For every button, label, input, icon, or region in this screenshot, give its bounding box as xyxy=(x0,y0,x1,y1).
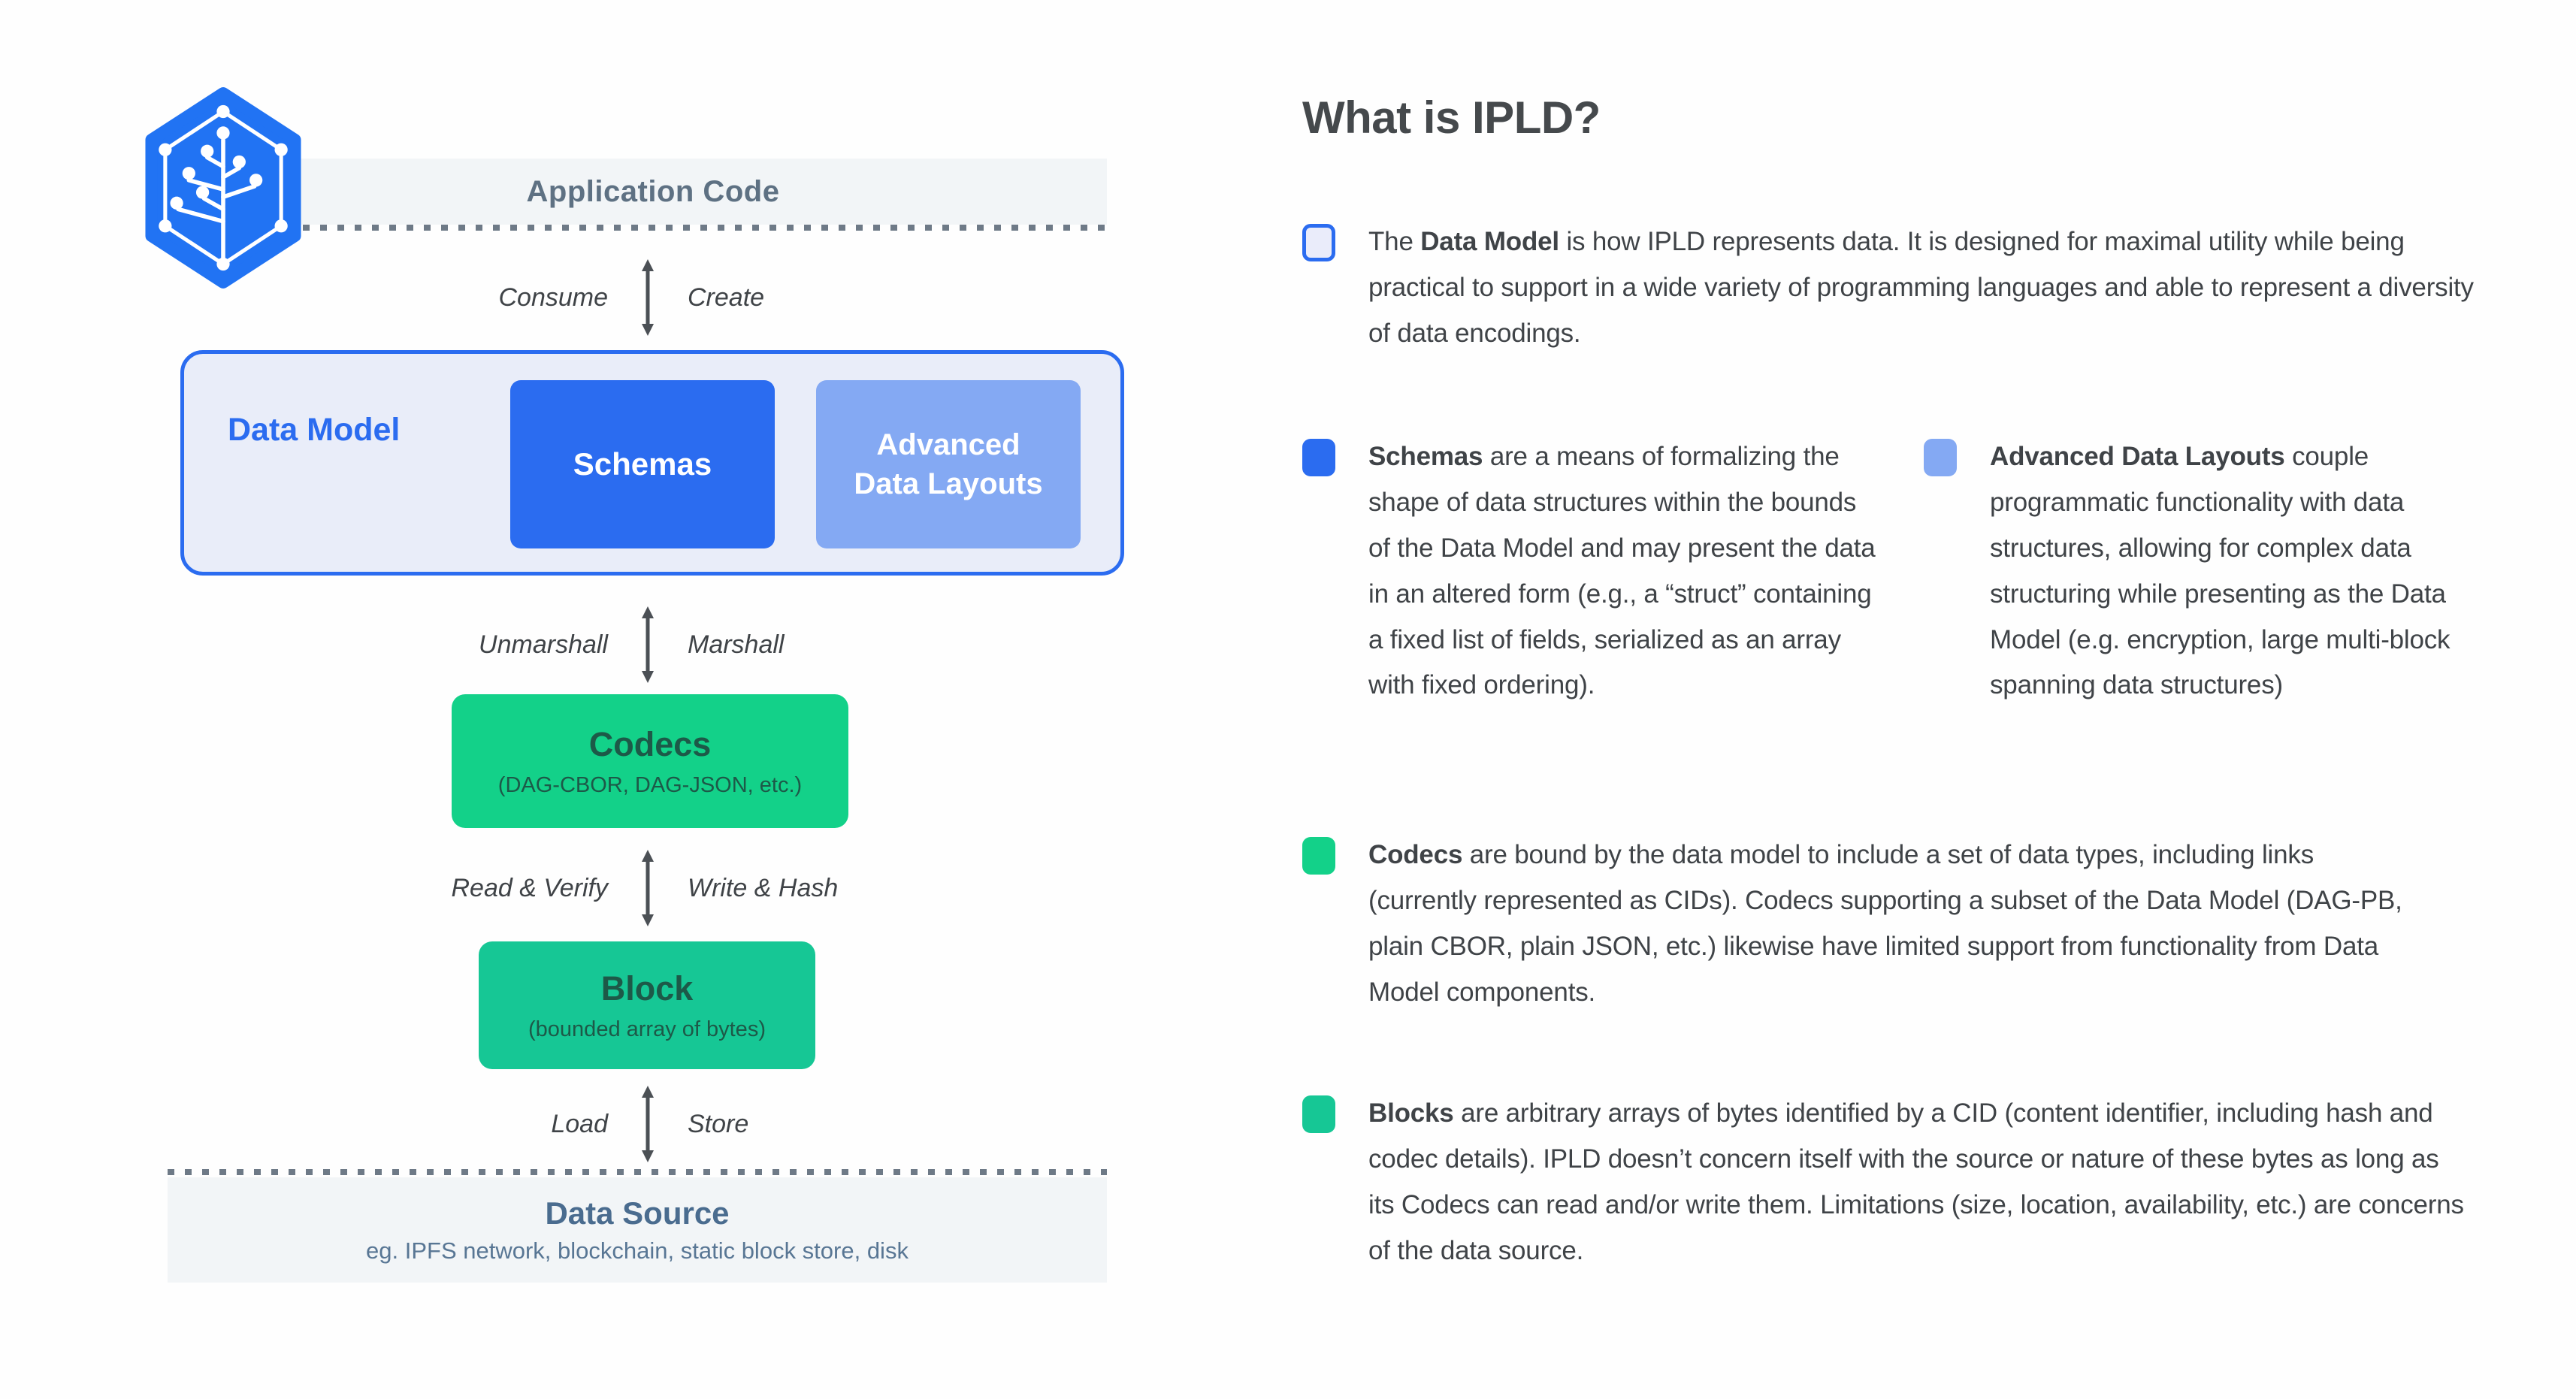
data-model-box: Data Model Schemas Advanced Data Layouts xyxy=(180,350,1124,576)
data-source-bar: Data Source eg. IPFS network, blockchain… xyxy=(168,1177,1107,1283)
bullet-text-prefix: The xyxy=(1368,227,1421,256)
dotted-divider-top xyxy=(199,225,1107,231)
consume-create-flow: Consume Create xyxy=(287,257,1008,338)
advanced-data-layouts-box: Advanced Data Layouts xyxy=(816,380,1081,548)
bullet-schemas: Schemas are a means of formalizing the s… xyxy=(1302,434,1881,709)
bullet-text-keyword: Blocks xyxy=(1368,1098,1454,1128)
data-model-label: Data Model xyxy=(228,412,401,448)
bullet-data-model-text: The Data Model is how IPLD represents da… xyxy=(1368,219,2475,357)
bullet-text-body: is how IPLD represents data. It is desig… xyxy=(1368,227,2474,348)
data-source-subtitle: eg. IPFS network, blockchain, static blo… xyxy=(366,1237,909,1264)
load-label: Load xyxy=(551,1109,608,1138)
schemas-box: Schemas xyxy=(510,380,775,548)
bullet-adl-text: Advanced Data Layouts couple programmati… xyxy=(1990,434,2481,709)
bullet-blocks-text: Blocks are arbitrary arrays of bytes ide… xyxy=(1368,1091,2467,1274)
bullet-text-keyword: Data Model xyxy=(1420,227,1559,256)
application-code-label: Application Code xyxy=(526,174,780,208)
data-source-title: Data Source xyxy=(545,1195,730,1231)
write-hash-label: Write & Hash xyxy=(688,873,839,902)
bullet-text-body: are a means of formalizing the shape of … xyxy=(1368,442,1876,700)
read-verify-label: Read & Verify xyxy=(451,873,609,902)
read-write-flow: Read & Verify Write & Hash xyxy=(287,848,1008,929)
ipld-logo-icon xyxy=(145,87,301,289)
bullet-text-keyword: Codecs xyxy=(1368,840,1463,869)
page-title: What is IPLD? xyxy=(1302,92,1601,143)
create-label: Create xyxy=(688,283,765,312)
double-arrow-icon xyxy=(638,606,658,684)
bullet-advanced-data-layouts: Advanced Data Layouts couple programmati… xyxy=(1924,434,2481,709)
load-store-flow: Load Store xyxy=(287,1085,1008,1163)
block-subtitle: (bounded array of bytes) xyxy=(528,1017,766,1041)
bullet-text-body: are arbitrary arrays of bytes identified… xyxy=(1368,1098,2464,1265)
store-label: Store xyxy=(688,1109,749,1138)
bullet-text-body: are bound by the data model to include a… xyxy=(1368,840,2402,1007)
codecs-subtitle: (DAG-CBOR, DAG-JSON, etc.) xyxy=(497,772,803,797)
bullet-text-keyword: Advanced Data Layouts xyxy=(1990,442,2285,471)
bullet-codecs-text: Codecs are bound by the data model to in… xyxy=(1368,832,2411,1016)
blocks-swatch-icon xyxy=(1302,1095,1335,1133)
double-arrow-icon xyxy=(638,258,658,337)
schemas-swatch-icon xyxy=(1302,439,1335,476)
data-model-swatch-icon xyxy=(1302,224,1335,261)
unmarshall-label: Unmarshall xyxy=(479,630,608,659)
codecs-swatch-icon xyxy=(1302,837,1335,875)
bullet-data-model: The Data Model is how IPLD represents da… xyxy=(1302,219,2475,357)
dotted-divider-bottom xyxy=(168,1169,1107,1175)
bullet-codecs: Codecs are bound by the data model to in… xyxy=(1302,832,2411,1016)
marshall-label: Marshall xyxy=(688,630,785,659)
bullet-text-keyword: Schemas xyxy=(1368,442,1483,471)
block-box: Block (bounded array of bytes) xyxy=(479,941,815,1069)
bullet-text-body: couple programmatic functionality with d… xyxy=(1990,442,2451,700)
adl-swatch-icon xyxy=(1924,439,1957,476)
consume-label: Consume xyxy=(498,283,608,312)
unmarshall-marshall-flow: Unmarshall Marshall xyxy=(287,604,1008,685)
bullet-schemas-text: Schemas are a means of formalizing the s… xyxy=(1368,434,1881,709)
codecs-title: Codecs xyxy=(588,724,712,763)
block-title: Block xyxy=(600,968,694,1008)
bullet-blocks: Blocks are arbitrary arrays of bytes ide… xyxy=(1302,1091,2467,1274)
application-code-bar: Application Code xyxy=(199,159,1107,225)
double-arrow-icon xyxy=(638,849,658,927)
double-arrow-icon xyxy=(638,1085,658,1163)
codecs-box: Codecs (DAG-CBOR, DAG-JSON, etc.) xyxy=(452,694,848,828)
